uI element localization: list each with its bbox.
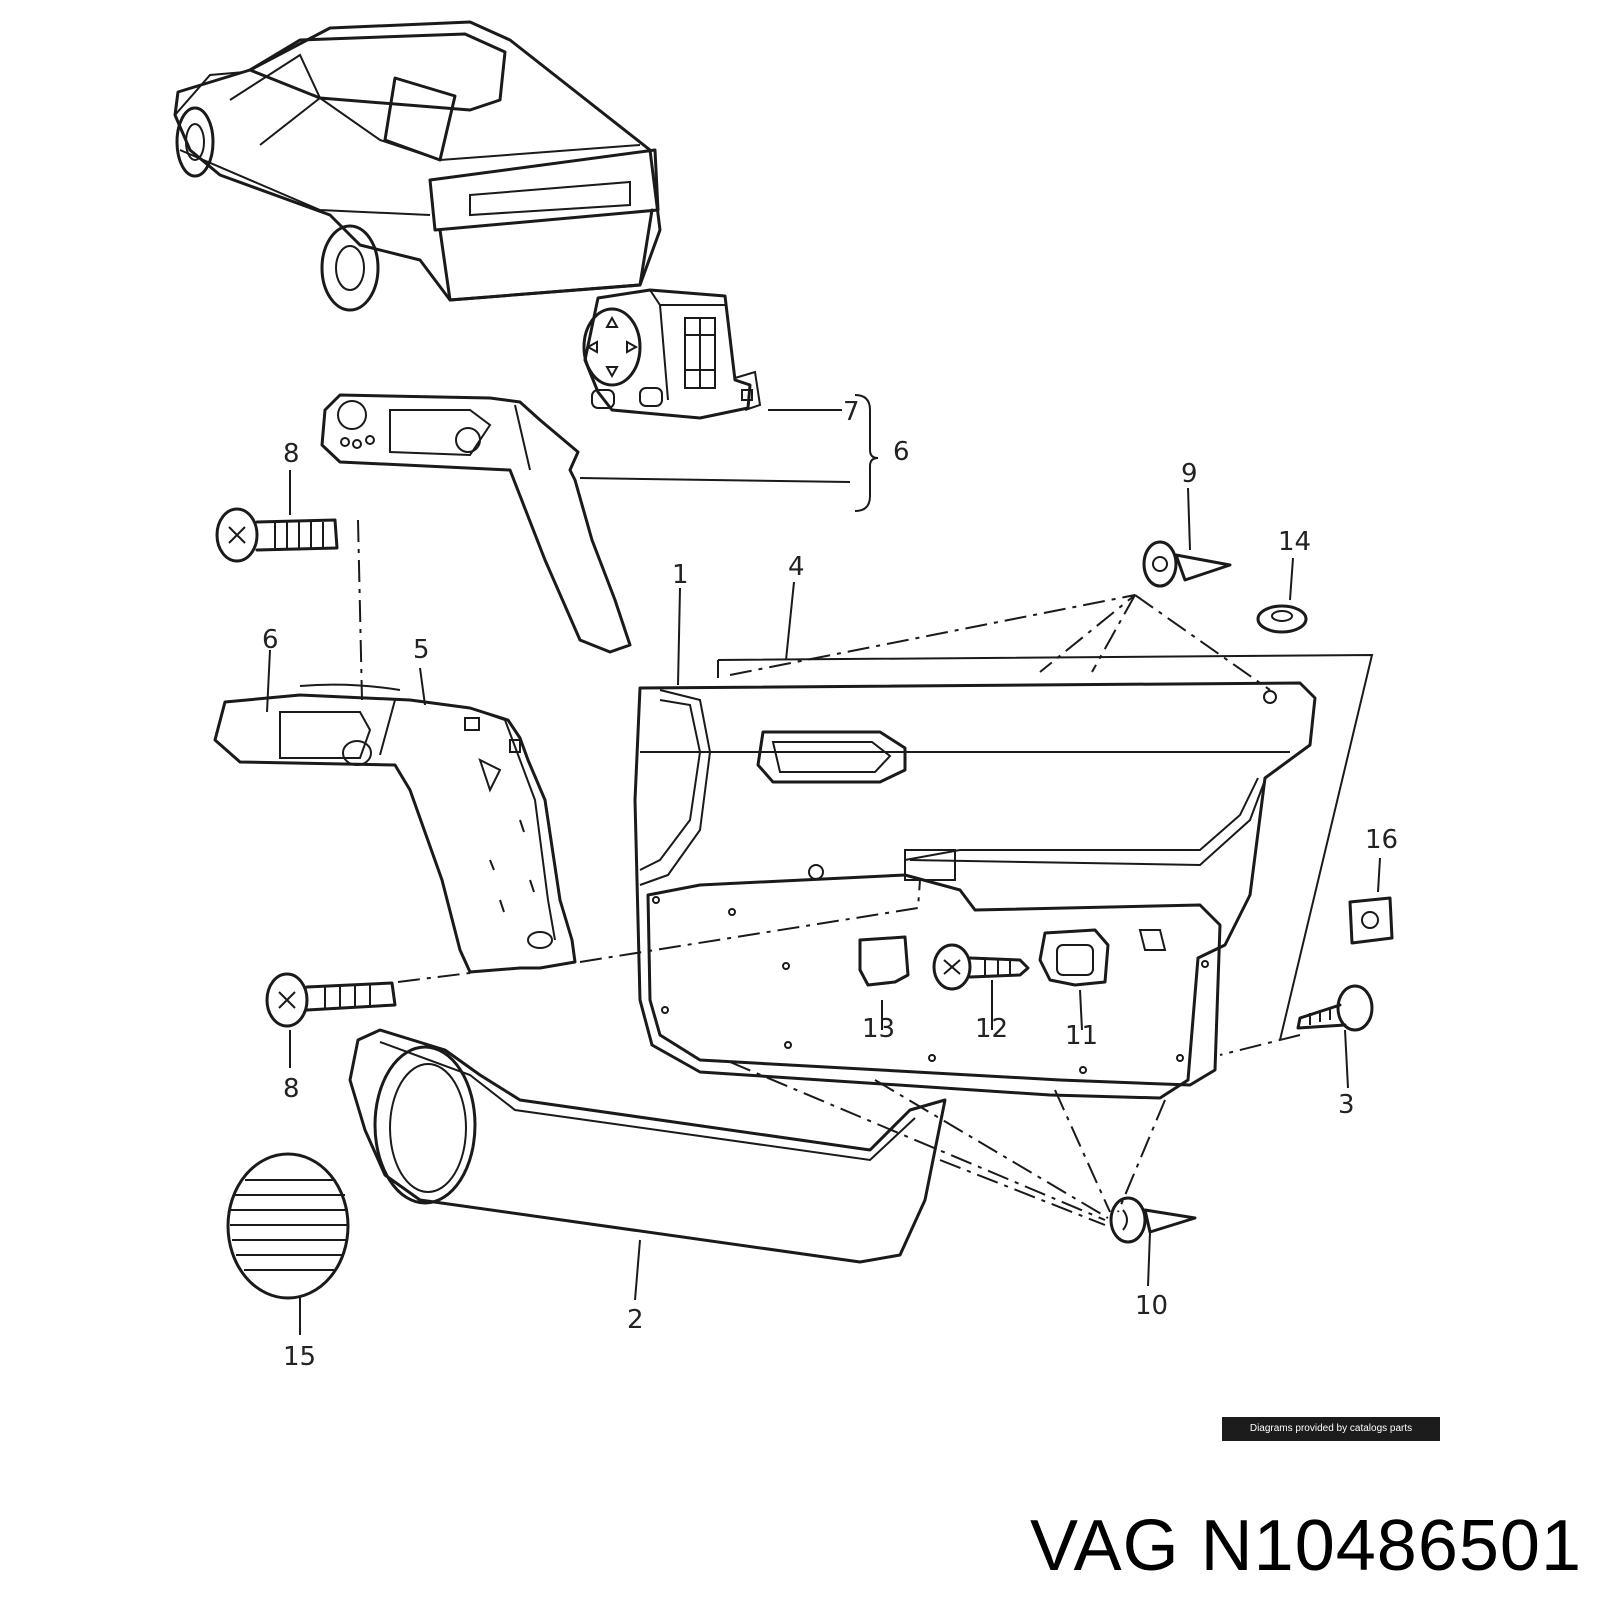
screw-3-illustration [1296,984,1374,1032]
callout-6-lower: 6 [262,625,279,655]
callout-8-upper: 8 [283,439,300,469]
callout-11: 11 [1065,1021,1098,1051]
vehicle-overview-illustration [173,20,662,312]
grommet-illustration [1256,604,1308,634]
diagram-credit-badge: Diagrams provided by catalogs parts [1222,1417,1440,1441]
door-pocket-illustration [348,1028,947,1264]
upper-grab-handle-illustration [320,393,632,654]
door-panel-illustration [633,681,1317,1100]
switch-cover-illustration [1038,928,1110,987]
trim-clip-lower-illustration [1109,1196,1197,1244]
screw-12-illustration [932,943,1030,991]
screw-upper-illustration [215,507,339,563]
callout-9: 9 [1181,459,1198,489]
callout-7: 7 [843,397,860,427]
callout-3: 3 [1338,1090,1355,1120]
callout-10: 10 [1135,1291,1168,1321]
callout-16: 16 [1365,825,1398,855]
callout-8-lower: 8 [283,1074,300,1104]
leader-lines [266,394,1381,1335]
speaker-grille-illustration [226,1152,350,1300]
callout-6-upper: 6 [893,437,910,467]
cover-cap-illustration [858,935,910,987]
callout-15: 15 [283,1342,316,1372]
lower-grab-handle-illustration [213,683,577,974]
callout-13: 13 [862,1014,895,1044]
screw-lower-illustration [265,972,397,1028]
switch-assembly-illustration [582,288,762,420]
callout-4: 4 [788,552,805,582]
trim-clip-upper-illustration [1142,540,1232,588]
callout-14: 14 [1278,527,1311,557]
callout-1: 1 [672,560,689,590]
callout-5: 5 [413,635,430,665]
callout-12: 12 [975,1014,1008,1044]
callout-2: 2 [627,1305,644,1335]
part-number-caption: VAG N10486501 [1029,1506,1582,1586]
clip-nut-illustration [1348,896,1394,945]
